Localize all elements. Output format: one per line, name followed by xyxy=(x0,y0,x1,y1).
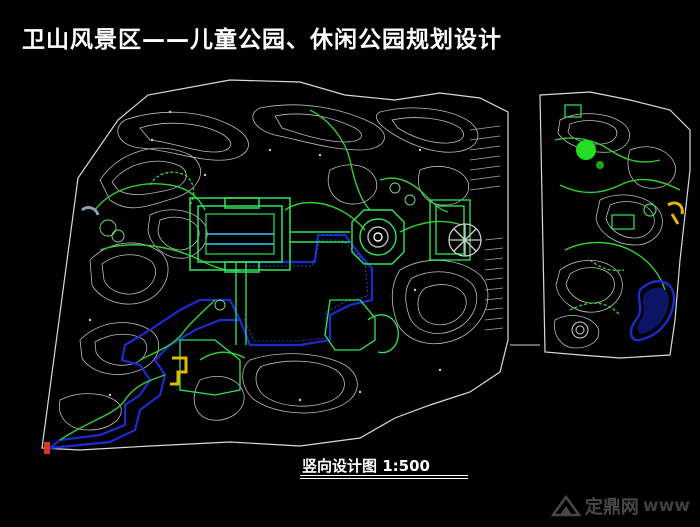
watermark-brand: 定鼎网 xyxy=(584,497,639,518)
caption-underline-secondary xyxy=(300,478,468,479)
drawing-title: 卫山风景区——儿童公园、休闲公园规划设计 xyxy=(22,27,502,53)
right-park-structures xyxy=(564,104,657,230)
right-park-boundary xyxy=(539,91,691,359)
right-park-pond xyxy=(629,280,676,342)
planting-symbols xyxy=(99,182,416,311)
elevation-markers xyxy=(88,110,442,402)
brand-logo-icon xyxy=(550,495,581,517)
entrance-plaza xyxy=(429,199,482,261)
slope-hatching xyxy=(469,125,504,331)
right-park-pond-fill xyxy=(637,287,670,334)
right-park-tree-small xyxy=(596,161,604,169)
right-park-round-plaza xyxy=(571,321,589,339)
right-park-yellow-feature xyxy=(667,201,684,225)
playground-elements xyxy=(44,206,188,454)
lake-inner-edge xyxy=(243,239,369,342)
right-park-paths xyxy=(554,137,681,316)
watermark-site: www xyxy=(642,496,690,516)
right-park-contours xyxy=(554,113,676,349)
right-park-tree-cluster xyxy=(576,140,596,160)
drawing-caption: 竖向设计图 1:500 xyxy=(302,457,430,475)
left-park-boundary xyxy=(41,79,509,451)
lower-plazas xyxy=(179,262,399,396)
central-plaza xyxy=(189,197,350,273)
lake xyxy=(46,233,374,450)
watermark: 定鼎网 www xyxy=(550,493,690,519)
left-park-contours xyxy=(58,104,489,431)
caption-underline xyxy=(300,475,468,476)
circular-plaza xyxy=(351,209,405,265)
